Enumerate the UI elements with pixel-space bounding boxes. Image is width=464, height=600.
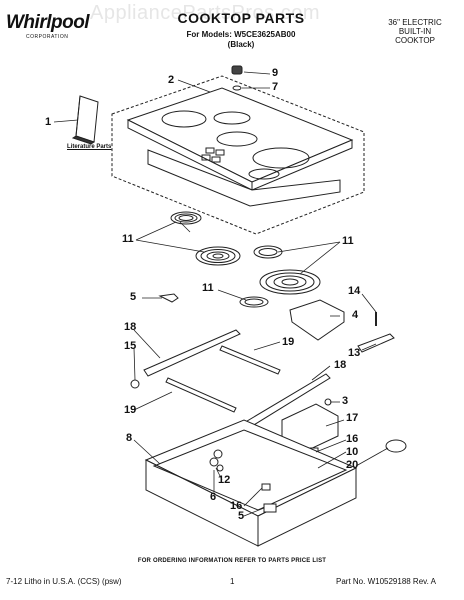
callout-11-right: 11 xyxy=(342,235,354,247)
clip-bottom xyxy=(263,503,277,513)
callout-12: 12 xyxy=(218,474,231,486)
callout-14: 14 xyxy=(348,285,361,297)
product-type: 36" ELECTRIC BUILT-IN COOKTOP xyxy=(368,18,462,45)
surface-element-small xyxy=(170,211,202,225)
callout-15: 15 xyxy=(124,340,137,352)
base-pan xyxy=(144,419,358,547)
callout-8: 8 xyxy=(126,432,133,444)
model-info: For Models: W5CE3625AB00 (Black) xyxy=(166,30,316,50)
corner-line-1: 36" ELECTRIC xyxy=(388,18,442,27)
callout-16-right: 16 xyxy=(346,433,359,445)
part-number: Part No. W10529188 Rev. A xyxy=(336,577,436,586)
callout-20: 20 xyxy=(346,459,359,471)
color-line: (Black) xyxy=(227,40,255,49)
cooktop-glass xyxy=(126,87,354,191)
callout-19-lower: 19 xyxy=(124,404,137,416)
callout-9: 9 xyxy=(272,67,279,79)
callout-11-left: 11 xyxy=(122,233,134,245)
surface-element-dual xyxy=(253,245,283,259)
ordering-note: FOR ORDERING INFORMATION REFER TO PARTS … xyxy=(137,558,327,564)
rail-19-lower xyxy=(165,377,237,413)
callout-13: 13 xyxy=(348,347,361,359)
literature-parts-label: Literature Parts xyxy=(67,144,112,150)
callout-1: 1 xyxy=(45,116,52,128)
callout-3: 3 xyxy=(342,395,349,407)
callout-5-top: 5 xyxy=(130,291,137,303)
brand-name: Whirlpool xyxy=(6,12,90,33)
cooktop-outline xyxy=(111,75,365,235)
control-knob xyxy=(231,65,243,91)
whirlpool-logo: Whirlpool CORPORATION xyxy=(6,12,90,40)
model-line: For Models: W5CE3625AB00 xyxy=(186,30,296,39)
limit-switch xyxy=(385,439,407,453)
callout-2: 2 xyxy=(168,74,175,86)
corner-line-3: COOKTOP xyxy=(395,36,435,45)
corner-line-2: BUILT-IN xyxy=(398,27,432,36)
rail-19-upper xyxy=(219,345,281,375)
page-title: COOKTOP PARTS xyxy=(177,10,305,26)
callout-18-left: 18 xyxy=(124,321,137,333)
surface-element-bottom xyxy=(239,296,269,308)
callout-5-bottom: 5 xyxy=(238,510,245,522)
callout-17: 17 xyxy=(346,412,359,424)
surface-element-left xyxy=(195,246,241,266)
callout-6: 6 xyxy=(210,491,217,503)
callout-19-upper: 19 xyxy=(282,336,295,348)
callout-10: 10 xyxy=(346,446,359,458)
element-bracket xyxy=(289,299,345,341)
screw-16 xyxy=(261,483,271,491)
print-info: 7-12 Litho in U.S.A. (CCS) (psw) xyxy=(6,577,122,586)
callout-18-right: 18 xyxy=(334,359,347,371)
screw-15 xyxy=(130,379,140,389)
rail-18-left xyxy=(143,329,241,377)
glass-trim xyxy=(147,149,341,207)
watermark: AppliancePartsPros.com xyxy=(90,2,320,24)
terminal-12 xyxy=(209,449,224,472)
callout-4: 4 xyxy=(352,309,359,321)
element-clip xyxy=(158,293,179,303)
callout-7: 7 xyxy=(272,81,279,93)
callout-11-bottom: 11 xyxy=(202,282,214,294)
literature-booklet xyxy=(71,95,99,145)
page-number: 1 xyxy=(230,577,235,586)
callout-16-bottom: 16 xyxy=(230,500,243,512)
surface-element-large xyxy=(259,269,321,295)
brand-tag: CORPORATION xyxy=(26,34,69,40)
